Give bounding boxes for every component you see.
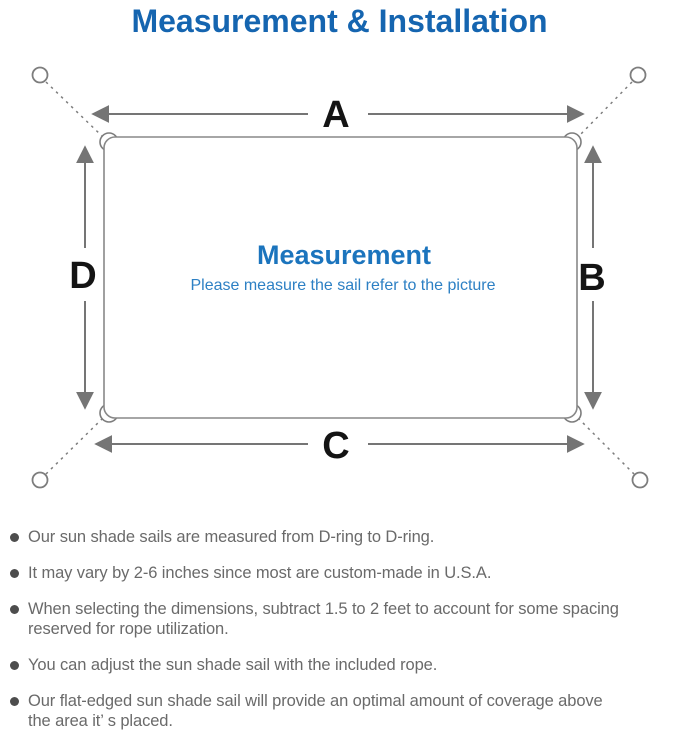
- rope-bottom-right: [577, 417, 635, 475]
- notes-list: Our sun shade sails are measured from D-…: [0, 507, 679, 731]
- rope-bottom-left: [45, 417, 104, 475]
- sail-outline: [103, 136, 578, 419]
- list-item: Our sun shade sails are measured from D-…: [10, 527, 671, 547]
- list-item: It may vary by 2-6 inches since most are…: [10, 563, 671, 583]
- page-title: Measurement & Installation: [131, 3, 548, 39]
- bullet-icon: [10, 697, 19, 706]
- dim-label-d: D: [69, 255, 96, 297]
- anchor-ring-bottom-left: [31, 471, 49, 489]
- measurement-diagram: A C D B Measurement Please measure the s…: [31, 66, 649, 489]
- diagram-center-subtitle: Please measure the sail refer to the pic…: [190, 277, 495, 294]
- list-item: When selecting the dimensions, subtract …: [10, 599, 671, 639]
- rope-top-left: [45, 81, 104, 138]
- bullet-icon: [10, 569, 19, 578]
- list-item: Our flat-edged sun shade sail will provi…: [10, 691, 671, 731]
- anchor-ring-bottom-right: [631, 471, 649, 489]
- anchor-ring-top-left: [31, 66, 49, 84]
- dim-label-b: B: [578, 257, 605, 299]
- rope-top-right: [577, 81, 633, 138]
- bullet-icon: [10, 605, 19, 614]
- bullet-icon: [10, 533, 19, 542]
- note-text: Our flat-edged sun shade sail will provi…: [28, 692, 603, 730]
- list-item: You can adjust the sun shade sail with t…: [10, 655, 671, 675]
- note-text: You can adjust the sun shade sail with t…: [28, 656, 438, 674]
- note-text: It may vary by 2-6 inches since most are…: [28, 564, 492, 582]
- diagram-center-title: Measurement: [257, 240, 431, 270]
- dim-label-c: C: [322, 425, 349, 467]
- note-text: When selecting the dimensions, subtract …: [28, 600, 619, 638]
- note-text: Our sun shade sails are measured from D-…: [28, 528, 435, 546]
- bullet-icon: [10, 661, 19, 670]
- anchor-ring-top-right: [629, 66, 647, 84]
- dim-label-a: A: [322, 94, 349, 136]
